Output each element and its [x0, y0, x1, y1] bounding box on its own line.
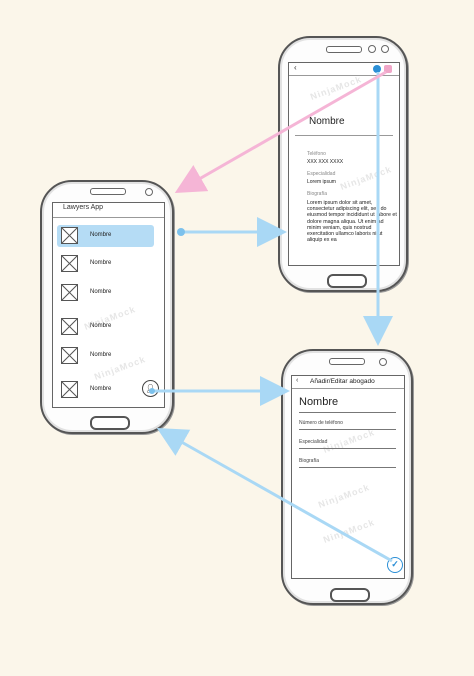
specialty-label: Especialidad	[307, 171, 336, 177]
list-item[interactable]: Nombre	[57, 345, 154, 367]
divider	[295, 135, 393, 136]
watermark: NinjaMock	[316, 482, 372, 510]
phone-label: Teléfono	[307, 151, 326, 157]
specialty-input[interactable]: Especialidad	[299, 439, 328, 445]
bio-input[interactable]: Biografía	[299, 458, 320, 464]
watermark: NinjaMock	[321, 427, 377, 455]
list-item-label: Nombre	[90, 352, 112, 358]
app-title: Lawyers App	[63, 204, 104, 211]
form-screen: NinjaMock NinjaMock NinjaMock ‹ Añadir/E…	[291, 375, 405, 579]
list-screen: NinjaMock NinjaMock Lawyers App Nombre N…	[52, 202, 165, 408]
phone-camera	[379, 358, 387, 366]
detail-app-bar: ‹	[289, 63, 399, 76]
delete-icon[interactable]	[384, 65, 392, 73]
image-placeholder-icon	[61, 381, 78, 398]
add-person-icon: 👤︎	[145, 384, 156, 393]
back-icon[interactable]: ‹	[294, 63, 297, 72]
list-item-label: Nombre	[90, 232, 112, 238]
lawyer-name: Nombre	[309, 116, 345, 127]
list-item[interactable]: Nombre	[57, 379, 154, 401]
phone-form: NinjaMock NinjaMock NinjaMock ‹ Añadir/E…	[281, 349, 413, 605]
bio-input-underline	[299, 467, 396, 468]
list-item[interactable]: Nombre	[57, 282, 154, 304]
check-icon: ✓	[391, 559, 399, 569]
image-placeholder-icon	[61, 318, 78, 335]
back-icon[interactable]: ‹	[296, 377, 299, 384]
save-button[interactable]: ✓	[387, 557, 403, 573]
specialty-value: Lorem ipsum	[307, 179, 336, 185]
phone-value: XXX XXX XXXX	[307, 159, 344, 165]
phone-camera	[145, 188, 153, 196]
watermark: NinjaMock	[308, 74, 364, 102]
bio-text: Lorem ipsum dolor sit amet, consectetur …	[307, 200, 397, 244]
add-lawyer-button[interactable]: 👤︎	[142, 380, 159, 397]
arrow-origin-dot	[177, 228, 185, 236]
list-item[interactable]: Nombre	[57, 225, 154, 247]
image-placeholder-icon	[61, 255, 78, 272]
form-title: Añadir/Editar abogado	[310, 378, 375, 385]
list-item-label: Nombre	[90, 386, 112, 392]
list-item[interactable]: Nombre	[57, 253, 154, 275]
list-item-label: Nombre	[90, 323, 112, 329]
list-item[interactable]: Nombre	[57, 316, 154, 338]
phone-home-button[interactable]	[327, 274, 367, 288]
edit-icon[interactable]	[373, 65, 381, 73]
phone-speaker	[90, 188, 126, 195]
name-input-underline	[299, 412, 396, 413]
form-app-bar: ‹ Añadir/Editar abogado	[292, 376, 404, 389]
list-item-label: Nombre	[90, 289, 112, 295]
watermark: NinjaMock	[321, 517, 377, 545]
detail-screen: NinjaMock NinjaMock ‹ Nombre Teléfono XX…	[288, 62, 400, 266]
image-placeholder-icon	[61, 347, 78, 364]
phone-input[interactable]: Número de teléfono	[299, 420, 343, 426]
phone-camera	[368, 45, 376, 53]
watermark: NinjaMock	[338, 164, 394, 192]
phone-camera	[381, 45, 389, 53]
bio-label: Biografía	[307, 191, 328, 197]
phone-home-button[interactable]	[330, 588, 370, 602]
phone-speaker	[329, 358, 365, 365]
image-placeholder-icon	[61, 227, 78, 244]
phone-detail: NinjaMock NinjaMock ‹ Nombre Teléfono XX…	[278, 36, 408, 292]
phone-home-button[interactable]	[90, 416, 130, 430]
specialty-input-underline	[299, 448, 396, 449]
name-input[interactable]: Nombre	[299, 396, 339, 408]
phone-list: NinjaMock NinjaMock Lawyers App Nombre N…	[40, 180, 174, 434]
app-bar: Lawyers App	[53, 203, 164, 218]
list-item-label: Nombre	[90, 260, 112, 266]
phone-input-underline	[299, 429, 396, 430]
image-placeholder-icon	[61, 284, 78, 301]
phone-speaker	[326, 46, 362, 53]
